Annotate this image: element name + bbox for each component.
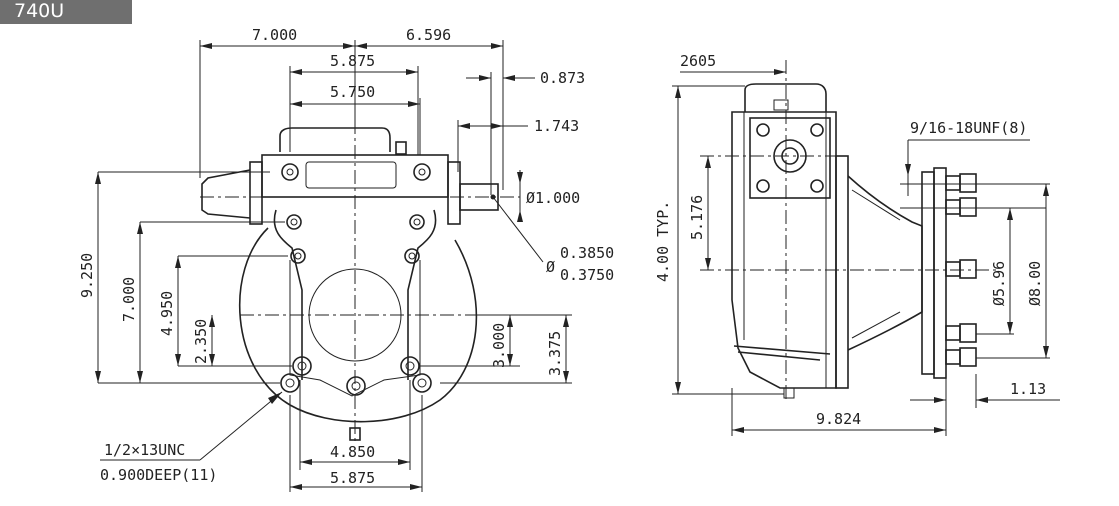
- dim-6596: 6.596: [406, 26, 451, 44]
- dim-5176: 5.176: [688, 195, 706, 240]
- dim-4850: 4.850: [330, 443, 375, 461]
- dim-800-dia: Ø8.00: [1026, 261, 1044, 306]
- dim-1743: 1.743: [534, 117, 579, 135]
- side-view-dimensions: [672, 69, 1060, 436]
- side-view-labels: 2605 9/16-18UNF(8) 5.176 4.00 TYP. Ø5.96…: [654, 52, 1046, 428]
- flange-slot: [305, 161, 397, 189]
- side-top-nut: [773, 99, 789, 111]
- thread-callout-line1: 1/2×13UNC: [104, 441, 185, 459]
- top-cover: [279, 127, 391, 152]
- pto-flange-disk: [921, 171, 935, 375]
- dim-596-dia: Ø5.96: [990, 261, 1008, 306]
- front-view: [200, 120, 520, 445]
- side-flange: [835, 155, 849, 389]
- dim-400-typ: 4.00 TYP.: [654, 201, 672, 282]
- dim-9250: 9.250: [78, 253, 96, 298]
- dim-0873: 0.873: [540, 69, 585, 87]
- dim-thread: 9/16-18UNF(8): [910, 119, 1027, 137]
- dim-7000-vertical: 7.000: [120, 277, 138, 322]
- thread-callout-line2: 0.900DEEP(11): [100, 466, 217, 484]
- dim-5750: 5.750: [330, 83, 375, 101]
- dim-4950: 4.950: [158, 291, 176, 336]
- dim-3000: 3.000: [490, 323, 508, 368]
- dim-shaft-dia: Ø1.000: [526, 189, 580, 207]
- bolt-holes: [280, 163, 432, 396]
- left-boss: [249, 161, 263, 225]
- model-tag: 740U: [0, 0, 132, 24]
- pto-flange-outer: [933, 167, 947, 379]
- side-pad-bolts: [756, 123, 824, 193]
- side-cone: [847, 175, 923, 351]
- front-view-labels: 7.000 6.596 5.875 5.750 0.873 1.743 Ø1.0…: [78, 26, 614, 487]
- side-bottom-lip: [733, 345, 831, 361]
- side-top-cap: [744, 83, 827, 112]
- dim-hole-symbol: Ø: [546, 258, 555, 276]
- dim-9824: 9.824: [816, 410, 861, 428]
- dim-113: 1.13: [1010, 380, 1046, 398]
- top-boss: [395, 141, 407, 155]
- side-view: [700, 60, 1000, 400]
- dim-5875-bottom: 5.875: [330, 469, 375, 487]
- front-view-dimensions: [95, 40, 572, 492]
- left-arm: [273, 209, 303, 380]
- dim-2605: 2605: [680, 52, 716, 70]
- dim-7000: 7.000: [252, 26, 297, 44]
- right-arm: [407, 209, 437, 380]
- flange-studs: [945, 173, 977, 367]
- dim-3375: 3.375: [546, 331, 564, 376]
- dim-hole-min: 0.3750: [560, 266, 614, 284]
- side-mount-pad: [749, 117, 831, 199]
- dim-hole-max: 0.3850: [560, 244, 614, 262]
- side-drain: [783, 387, 795, 399]
- dim-5875-top: 5.875: [330, 52, 375, 70]
- crankshaft: [201, 169, 251, 219]
- housing-outline: [238, 227, 478, 423]
- dim-2350: 2.350: [192, 319, 210, 364]
